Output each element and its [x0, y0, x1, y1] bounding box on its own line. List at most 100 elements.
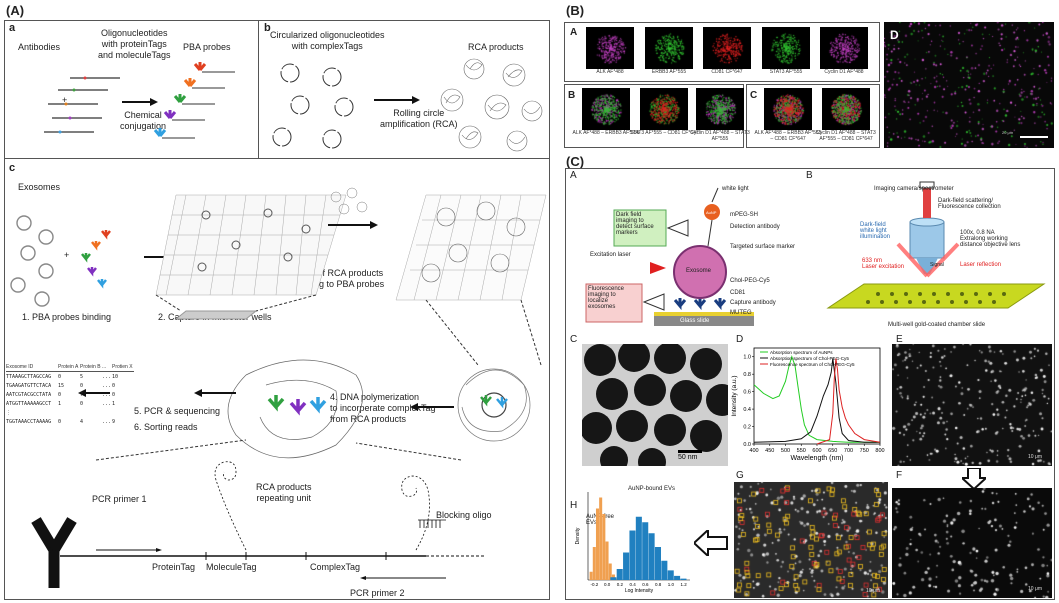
- table-header: Exosome ID Protein A Protein B ... Proti…: [6, 364, 134, 370]
- dfwl-label: Dark-field white light illumination: [860, 222, 890, 240]
- thumb-caption: Cyclin D1 AF*488 – STAT3 AF*555 – CD81 C…: [811, 131, 881, 142]
- hist-bar: [668, 570, 674, 580]
- table-cell: 0: [80, 382, 102, 391]
- white-light-label: white light: [722, 186, 749, 192]
- colocalization-thumb: [640, 88, 688, 130]
- table-cell: AATCGTACGCCTATA: [6, 391, 58, 400]
- figure-label-B: (B): [566, 3, 584, 18]
- x-tick-label: 1.0: [668, 582, 675, 587]
- subpanel-a-drawing: [30, 60, 250, 155]
- table-cell: [102, 409, 112, 418]
- table-row: TGAAGATGTTCTACA150...0: [6, 382, 134, 391]
- hist-bar: [590, 572, 593, 580]
- x-axis-label: Wavelength (nm): [790, 455, 843, 462]
- table-cell: 15: [58, 382, 80, 391]
- tem-particles: [582, 344, 728, 466]
- table-cell: 0: [112, 382, 134, 391]
- table-cell: ...: [102, 382, 112, 391]
- laser-ref-label: Laser reflection: [960, 262, 1001, 268]
- hist-bar: [623, 553, 629, 581]
- exosome-circles: [11, 216, 53, 306]
- x-tick-label: 800: [875, 448, 884, 454]
- fluor-imaging-label: Fluorescence imaging to localize exosome…: [588, 286, 624, 310]
- figure-label-C: (C): [566, 154, 584, 169]
- hist-bar: [642, 522, 648, 580]
- panel-A-divider-v: [258, 20, 259, 158]
- probe-schematic: [6, 450, 548, 600]
- oligo-strands: [44, 77, 120, 134]
- panel-A-divider-h: [4, 158, 550, 159]
- table-header-cell: ...: [102, 364, 112, 370]
- table-cell: [58, 409, 80, 418]
- x-tick-label: 700: [844, 448, 853, 454]
- hist-bar: [593, 547, 596, 580]
- table-cell: [112, 409, 134, 418]
- detection-ab-label: Detection antibody: [730, 224, 780, 230]
- table-cell: 9: [112, 418, 134, 427]
- marker-thumb: [762, 27, 810, 69]
- hist-bar: [655, 547, 661, 580]
- hist-bar: [680, 579, 686, 580]
- hist-bar: [610, 577, 616, 580]
- slide-label: Multi-well gold-coated chamber slide: [888, 322, 985, 328]
- legend-label: Absorption spectrum of AuNPs: [770, 350, 833, 355]
- y-axis-label: Intensity (a.u.): [731, 375, 738, 416]
- table-cell: ...: [102, 373, 112, 382]
- table-cell: ...: [102, 391, 112, 400]
- table-cell: 1: [58, 400, 80, 409]
- signal-label: Signal: [930, 262, 944, 268]
- aunp-label: AuNP: [706, 210, 716, 215]
- x-tick-label: 400: [749, 448, 758, 454]
- table-cell: 0: [80, 400, 102, 409]
- rca-spiral-right: [402, 476, 430, 550]
- subpanel-c-letter: c: [9, 162, 15, 174]
- marker-thumb: [820, 27, 868, 69]
- down-arrow-icon: [962, 468, 986, 490]
- objective-label: 100x, 0.8 NA Extralong working distance …: [960, 230, 1020, 248]
- capture-ab-label: Capture antibody: [730, 300, 776, 306]
- panel-C-B-schematic: [808, 180, 1052, 332]
- table-header-cell: Protien X: [112, 364, 134, 370]
- panel-C-F-scale: 10 μm: [1028, 586, 1042, 592]
- y-tick-label: 0.8: [743, 372, 751, 378]
- microtiter-grid: [156, 195, 346, 295]
- targeted-marker-label: Targeted surface marker: [730, 244, 795, 250]
- hist-bar: [599, 498, 602, 581]
- series-line: [817, 359, 880, 445]
- exosome-read-table: Exosome ID Protein A Protein B ... Proti…: [6, 364, 134, 427]
- panel-B-D-image: D 20 μm: [884, 22, 1054, 148]
- y-axis-label: Density: [575, 527, 581, 544]
- panel-B-B-letter: B: [568, 90, 575, 101]
- x-tick-label: 550: [797, 448, 806, 454]
- triple-coloc-thumb: [764, 88, 812, 130]
- table-cell: 0: [58, 391, 80, 400]
- hist-bar: [602, 514, 605, 580]
- marker-thumb: [703, 27, 751, 69]
- panel-C-E-letter-outer: E: [896, 334, 903, 345]
- y-tick-label: 0.0: [743, 442, 751, 448]
- rca-spiral-left: [215, 462, 246, 550]
- x-tick-label: -0.2: [590, 582, 598, 587]
- tem-scale-text: 50 nm: [678, 454, 697, 461]
- pba-probe-icons: [155, 62, 235, 138]
- x-tick-label: 650: [828, 448, 837, 454]
- x-tick-label: 0.6: [642, 582, 649, 587]
- laser-exc-label: 633 nm Laser excitation: [862, 258, 904, 270]
- thumb-caption: Cyclin D1 AF*488 – STAT3 AF*555: [685, 131, 755, 142]
- hist-bar: [661, 561, 667, 580]
- table-cell: 4: [80, 418, 102, 427]
- hist-bar: [629, 531, 635, 581]
- table-cell: TGAAGATGTTCTACA: [6, 382, 58, 391]
- table-cell: 1: [112, 400, 134, 409]
- table-cell: ...: [102, 418, 112, 427]
- colocalization-thumb: [696, 88, 744, 130]
- table-header-cell: Protein A: [58, 364, 80, 370]
- legend-label: Absorption spectrum of Chol-PEG-Cy5: [770, 356, 849, 361]
- circular-oligos: [273, 64, 353, 148]
- table-cell: ATGGTTAAAAAGCCT: [6, 400, 58, 409]
